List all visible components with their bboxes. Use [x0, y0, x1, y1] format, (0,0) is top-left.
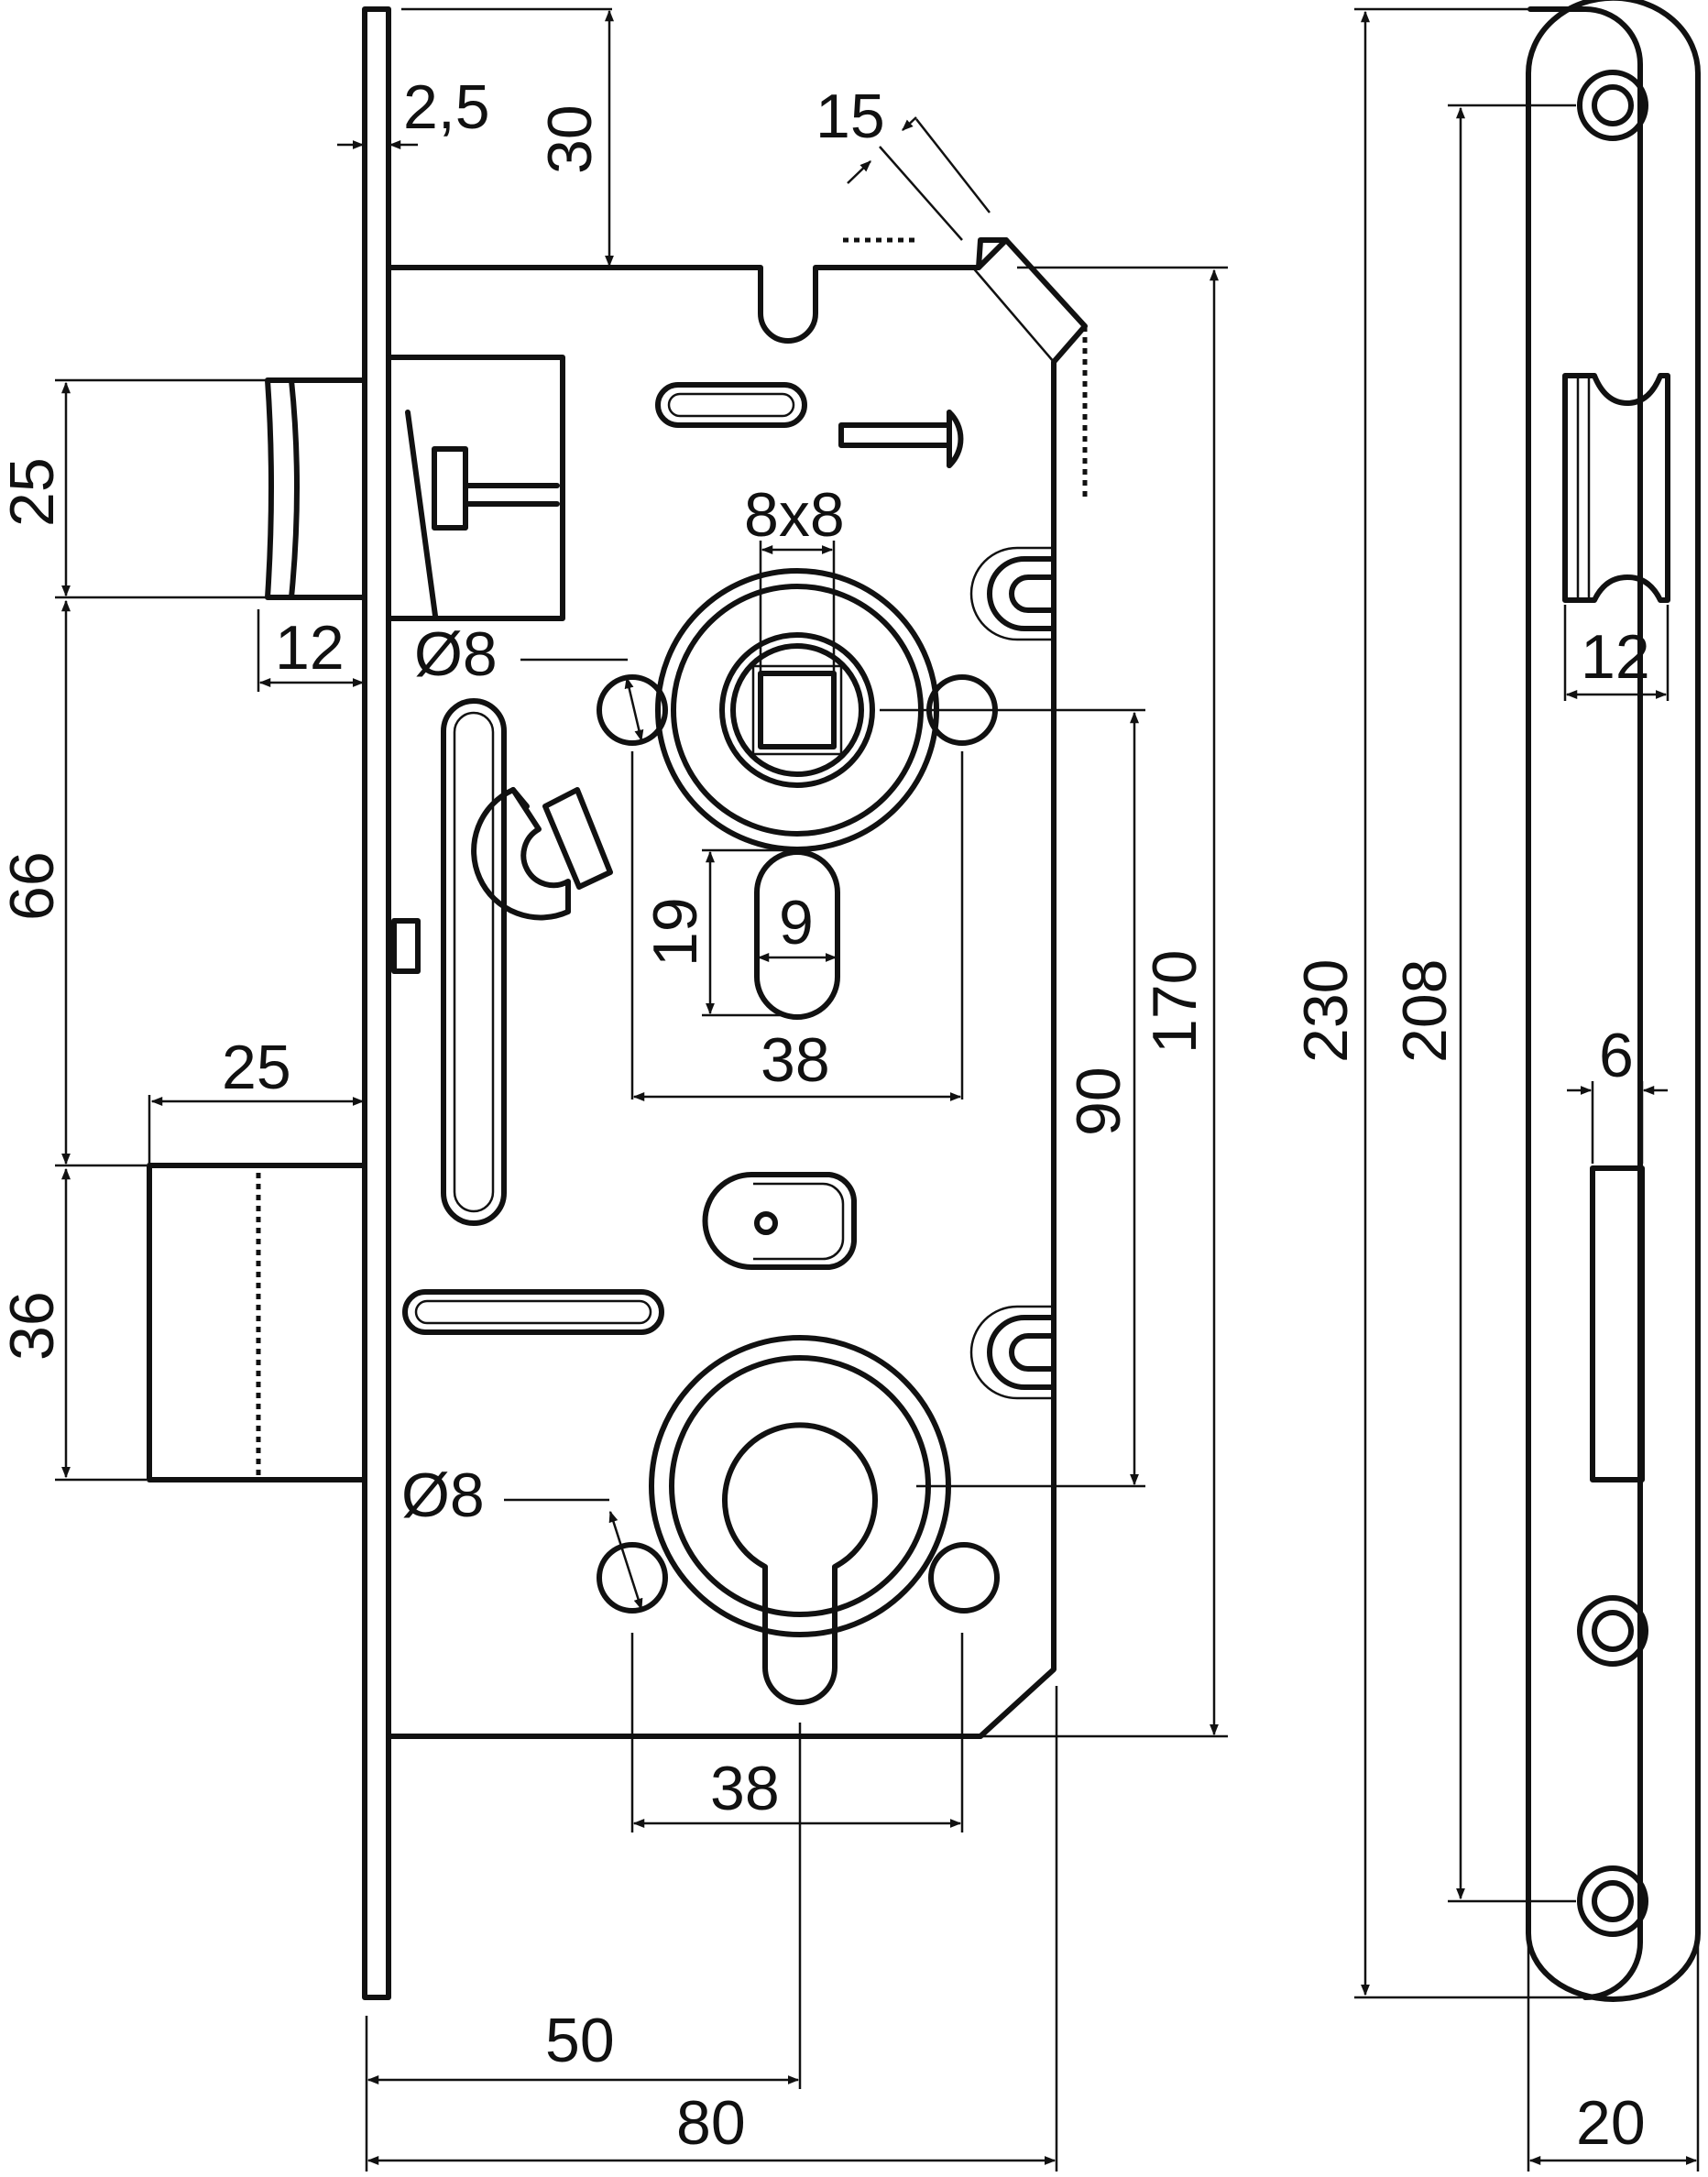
- label-top-offset: 30: [535, 104, 605, 174]
- lock-case-outline: [386, 237, 1088, 1739]
- spindle-slot: [754, 849, 840, 1020]
- label-strike-bolt-width: 6: [1599, 1021, 1634, 1090]
- label-strike-screw-spacing: 208: [1390, 959, 1460, 1063]
- label-faceplate-length: 230: [1291, 959, 1361, 1063]
- label-backset: 50: [545, 2006, 615, 2075]
- label-latch-height: 25: [0, 457, 67, 527]
- center-cam: [702, 1172, 857, 1270]
- upper-slot: [655, 382, 807, 428]
- lock-body: [147, 6, 1088, 2000]
- screw-hole-3: [1577, 1865, 1648, 1937]
- label-strike-latch-width: 12: [1581, 622, 1650, 692]
- dead-bolt: [147, 1163, 367, 1482]
- label-strike-width: 20: [1576, 2088, 1646, 2158]
- label-bolt-projection: 25: [222, 1033, 291, 1102]
- label-upper-hole-spacing: 38: [761, 1025, 830, 1095]
- label-lower-hole-dia: Ø8: [401, 1460, 485, 1530]
- label-spindle-slot-width: 9: [779, 888, 814, 957]
- tumbler: [471, 787, 613, 921]
- label-body-depth: 80: [676, 2088, 746, 2158]
- u-clip-lower: [969, 1305, 1057, 1400]
- strike-plate-outline: [1526, 0, 1701, 2002]
- strike-plate: [1526, 0, 1701, 2002]
- latch-opening: [1562, 373, 1670, 603]
- label-bevel-angle: 15: [816, 82, 885, 151]
- bolt-opening: [1590, 1165, 1645, 1482]
- cylinder-hub: [649, 1335, 951, 1705]
- label-centre-distance: 90: [1064, 1067, 1133, 1136]
- label-spindle-square: 8x8: [744, 480, 845, 550]
- label-bolt-height: 36: [0, 1291, 67, 1361]
- pin: [838, 410, 964, 468]
- latch-bolt: [265, 355, 565, 621]
- screw-hole-1: [1577, 70, 1648, 141]
- vertical-slot: [441, 698, 507, 1226]
- label-faceplate-thickness: 2,5: [403, 72, 490, 142]
- faceplate-clip: [391, 918, 421, 974]
- screw-hole-2: [1577, 1595, 1648, 1667]
- label-lower-hole-spacing: 38: [710, 1754, 780, 1823]
- label-body-height: 170: [1140, 950, 1210, 1054]
- lower-hole-right: [928, 1542, 1000, 1614]
- dimension-labels: 2,5 30 15 25 12 Ø8 8x8 19 9 38 66 25 36 …: [0, 72, 1650, 2158]
- faceplate: [362, 6, 391, 2000]
- label-spindle-slot-height: 19: [640, 897, 710, 967]
- label-upper-hole-dia: Ø8: [414, 619, 498, 689]
- lower-slot: [402, 1289, 664, 1335]
- label-latch-to-bolt: 66: [0, 851, 67, 921]
- dimension-lines: [55, 7, 1700, 2172]
- u-clip-upper: [969, 546, 1057, 641]
- label-latch-projection: 12: [275, 613, 345, 683]
